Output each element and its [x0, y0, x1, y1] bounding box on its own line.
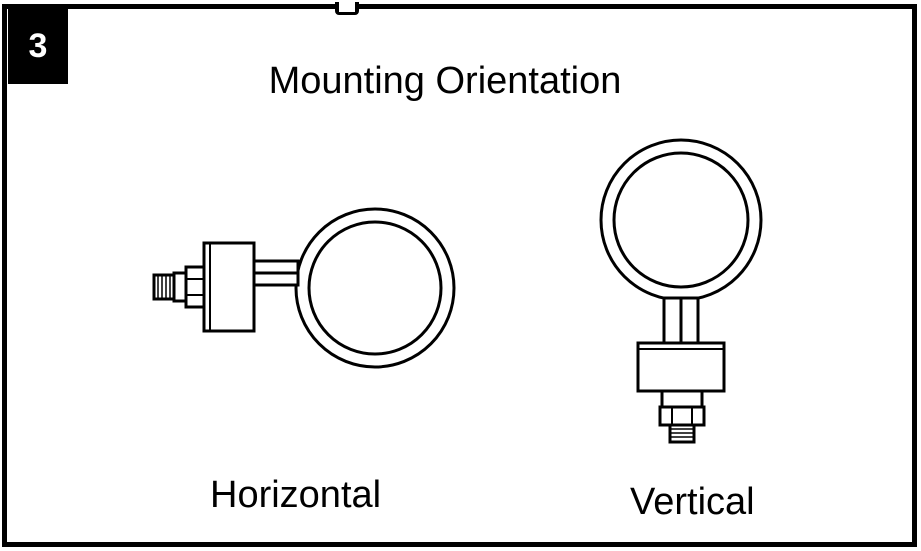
gauge-horizontal-icon	[152, 207, 456, 369]
panel-top-tab	[335, 2, 359, 15]
step-number-badge: 3	[8, 8, 68, 84]
gauge-vertical-icon	[599, 138, 763, 444]
diagram-title: Mounting Orientation	[268, 60, 622, 102]
vertical-label: Vertical	[630, 481, 755, 523]
horizontal-label: Horizontal	[210, 474, 382, 516]
